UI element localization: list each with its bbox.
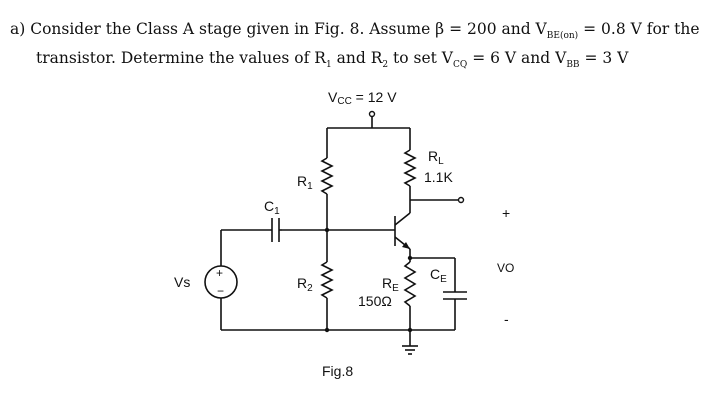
r2-label: R2 — [297, 275, 313, 294]
re-value: 150Ω — [358, 293, 392, 309]
problem-text-2e: = 3 V — [579, 49, 629, 68]
problem-line-2: transistor. Determine the values of R1 a… — [10, 47, 710, 76]
problem-text-2d: = 6 V and V — [467, 49, 567, 68]
c1-label: C1 — [264, 198, 280, 217]
r1-label: R1 — [297, 173, 313, 192]
ce-label: CE — [430, 266, 447, 285]
c1-capacitor-icon — [271, 218, 280, 242]
source-plus: + — [216, 266, 223, 280]
r1-subscript: 1 — [325, 60, 332, 71]
problem-statement: a) Consider the Class A stage given in F… — [10, 18, 710, 76]
problem-line-1: a) Consider the Class A stage given in F… — [10, 18, 710, 47]
ground-icon — [402, 345, 418, 355]
rl-resistor-icon — [403, 149, 417, 187]
vo-plus: + — [502, 205, 510, 221]
npn-transistor-icon — [394, 212, 411, 250]
r2-subscript: 2 — [382, 60, 389, 71]
problem-text-1b: = 0.8 V for the — [578, 20, 700, 38]
re-label: RE — [382, 275, 399, 294]
vs-label: Vs — [174, 274, 190, 290]
problem-text-2a: transistor. Determine the values of R — [36, 49, 326, 68]
problem-text-2c: to set V — [388, 49, 454, 68]
vbe-subscript: BE(on) — [546, 31, 579, 42]
bottom-node-r2 — [324, 327, 330, 333]
rl-value: 1.1K — [424, 169, 453, 185]
vo-label: VO — [497, 261, 514, 275]
vo-minus: - — [504, 311, 509, 327]
vcc-terminal — [368, 110, 376, 118]
source-minus: − — [217, 284, 224, 298]
r1-resistor-icon — [320, 157, 334, 195]
problem-text-2b: and R — [331, 49, 383, 68]
re-resistor-icon — [403, 261, 417, 307]
output-terminal — [457, 196, 465, 204]
figure-caption: Fig.8 — [322, 363, 353, 379]
vbb-subscript: BB — [566, 60, 580, 71]
vcc-label: VCC = 12 V — [328, 89, 397, 107]
vcq-subscript: CQ — [453, 60, 468, 71]
voltage-source-icon: + − — [204, 265, 238, 299]
problem-text-1a: a) Consider the Class A stage given in F… — [10, 20, 547, 38]
rl-label: RL — [428, 148, 444, 167]
r2-resistor-icon — [320, 261, 334, 299]
bottom-node-re — [407, 327, 413, 333]
ce-capacitor-icon — [443, 291, 467, 300]
